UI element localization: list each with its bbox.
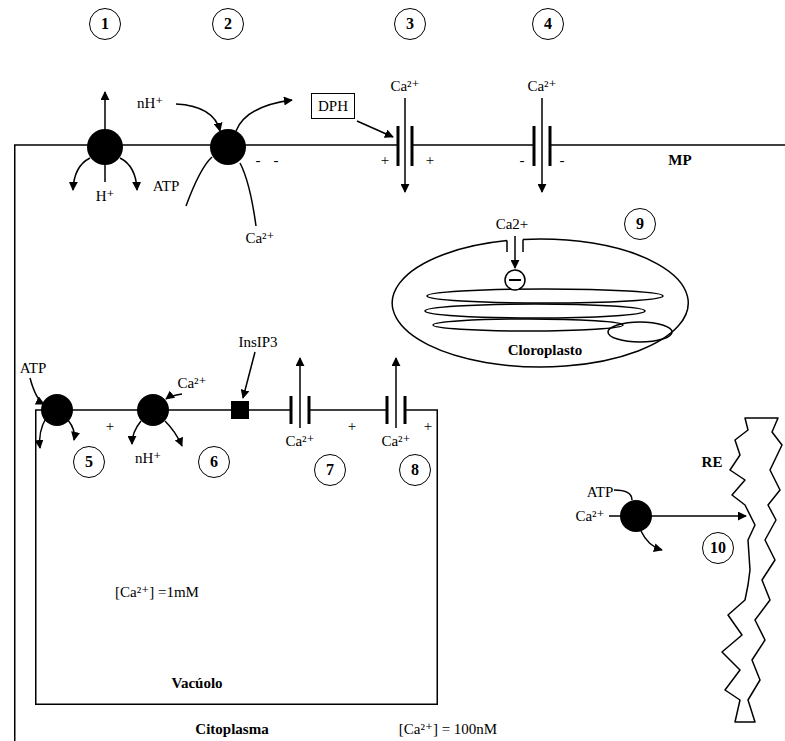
flux-arrow xyxy=(541,98,543,192)
transporter xyxy=(620,500,652,532)
node-text: Vacúolo xyxy=(171,675,222,692)
flux-line xyxy=(614,490,632,500)
channel-bar xyxy=(411,126,414,166)
label-text: ATP xyxy=(587,484,614,501)
label-text: ATP xyxy=(153,178,180,195)
label-text: Ca²⁺ xyxy=(575,508,604,525)
flux-line xyxy=(186,157,212,206)
flux-arrow xyxy=(641,531,662,550)
thylakoid xyxy=(433,319,623,331)
minus-symbol xyxy=(509,279,521,281)
callout-number: 4 xyxy=(532,8,564,40)
transporter xyxy=(137,394,169,426)
callout-number: 5 xyxy=(73,446,105,478)
flux-arrow xyxy=(299,358,301,428)
receptor xyxy=(231,401,249,419)
callout-number: 3 xyxy=(394,8,426,40)
tonoplast-line xyxy=(309,409,387,411)
label-text: nH⁺ xyxy=(137,95,163,112)
label-text: ATP xyxy=(20,360,47,377)
flux-line xyxy=(240,163,256,226)
callout-number: 6 xyxy=(198,446,230,478)
channel-bar xyxy=(308,396,311,424)
callout-number: 10 xyxy=(702,532,734,564)
membrane-line xyxy=(550,144,785,146)
node-text: Cloroplasto xyxy=(508,342,583,359)
channel-bar xyxy=(549,126,552,166)
charge-sign: + xyxy=(106,418,114,435)
thylakoid xyxy=(427,289,663,303)
membrane-line xyxy=(412,144,534,146)
flux-arrow xyxy=(236,100,292,131)
flux-arrow xyxy=(73,158,90,190)
charge-sign: + xyxy=(424,418,432,435)
channel-bar xyxy=(404,396,407,424)
flux-arrow xyxy=(514,236,516,268)
label-text: Ca²⁺ xyxy=(381,433,410,450)
reticulum-outline xyxy=(615,410,785,725)
charge-sign: + xyxy=(381,152,389,169)
inhibitor-box: DPH xyxy=(311,93,355,120)
chloroplast: Cloroplasto xyxy=(390,236,692,370)
flux-arrow xyxy=(120,158,137,190)
node-text: RE xyxy=(702,454,723,471)
flux-arrow xyxy=(132,421,141,444)
label-text: nH⁺ xyxy=(135,450,161,467)
signal-arrow xyxy=(243,352,255,398)
node-text: DPH xyxy=(318,98,348,115)
label-text: Ca²⁺ xyxy=(527,78,556,95)
flux-arrow xyxy=(165,421,182,446)
label-text: Ca2+ xyxy=(496,216,529,233)
label-text: MP xyxy=(668,152,691,169)
flux-arrow xyxy=(40,418,46,448)
charge-sign: + xyxy=(426,152,434,169)
callout-number: 9 xyxy=(624,208,656,240)
inhibition-symbol xyxy=(505,270,525,290)
flux-arrow xyxy=(176,104,220,131)
label-text: Ca²⁺ xyxy=(390,78,419,95)
endoplasmic-reticulum: RE xyxy=(615,410,785,725)
inhibitor-arrow xyxy=(357,121,393,137)
label-text: Ca²⁺ xyxy=(245,230,274,247)
membrane-line xyxy=(14,144,398,146)
node-text: [Ca²⁺] = 100nM xyxy=(399,721,497,738)
label-text: Ca²⁺ xyxy=(177,375,206,392)
charge-sign: - xyxy=(256,152,261,169)
node-text: [Ca²⁺] =1mM xyxy=(115,584,199,601)
thylakoid xyxy=(425,304,645,318)
label-text: Ca²⁺ xyxy=(285,433,314,450)
flux-arrow xyxy=(68,420,74,440)
channel-bar xyxy=(533,126,536,166)
outline-path xyxy=(722,418,782,722)
flux-arrow xyxy=(30,378,44,404)
label-text: H⁺ xyxy=(96,188,115,205)
channel-bar xyxy=(290,396,293,424)
label-text: InsIP3 xyxy=(238,334,277,351)
callout-number: 1 xyxy=(89,8,121,40)
node-text: Citoplasma xyxy=(195,721,268,738)
outline-path xyxy=(392,239,688,367)
charge-sign: + xyxy=(348,418,356,435)
transporter xyxy=(41,394,73,426)
channel-bar xyxy=(386,396,389,424)
callout-number: 8 xyxy=(399,454,431,486)
flux-arrow xyxy=(395,358,397,428)
charge-sign: - xyxy=(560,152,565,169)
transporter xyxy=(87,129,123,165)
flux-arrow xyxy=(404,98,406,192)
charge-sign: - xyxy=(520,152,525,169)
flux-arrow xyxy=(166,394,182,399)
transporter xyxy=(210,129,246,165)
charge-sign: - xyxy=(274,152,279,169)
tonoplast-line xyxy=(405,409,438,411)
callout-number: 7 xyxy=(314,454,346,486)
channel-bar xyxy=(397,126,400,166)
callout-number: 2 xyxy=(212,8,244,40)
